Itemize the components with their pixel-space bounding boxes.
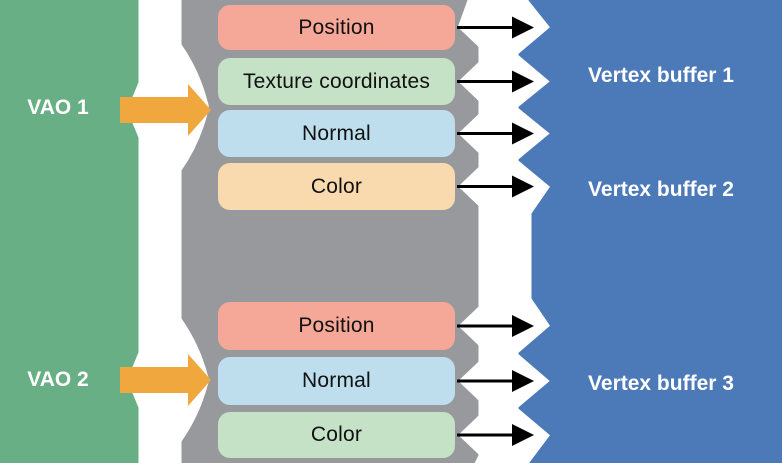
vao-column-band — [0, 0, 139, 463]
attribute-box-normal: Normal — [218, 110, 455, 157]
vao1-arrow-icon — [120, 84, 211, 136]
vao1-label: VAO 1 — [27, 96, 89, 119]
attribute-box-position: Position — [218, 5, 455, 50]
vao2-arrow-icon — [120, 354, 211, 406]
attribute-box-color: Color — [218, 163, 455, 210]
link-arrow-icon — [457, 175, 534, 198]
attribute-box-normal: Normal — [218, 357, 455, 405]
link-arrow-icon — [457, 424, 534, 446]
attribute-box-position: Position — [218, 302, 455, 350]
link-arrow-icon — [457, 315, 534, 337]
vertex-buffer-column-band — [518, 0, 782, 463]
link-arrow-icon — [457, 370, 534, 392]
attribute-box-texture-coordinates: Texture coordinates — [218, 58, 455, 105]
vertex-buffer-label-3: Vertex buffer 3 — [588, 372, 734, 395]
vertex-buffer-label-1: Vertex buffer 1 — [588, 64, 734, 87]
vertex-buffer-label-2: Vertex buffer 2 — [588, 178, 734, 201]
link-arrow-icon — [457, 70, 534, 93]
link-arrows-group — [457, 16, 534, 446]
vao2-label: VAO 2 — [27, 368, 89, 391]
attribute-box-color: Color — [218, 412, 455, 458]
link-arrow-icon — [457, 16, 534, 39]
link-arrow-icon — [457, 122, 534, 145]
